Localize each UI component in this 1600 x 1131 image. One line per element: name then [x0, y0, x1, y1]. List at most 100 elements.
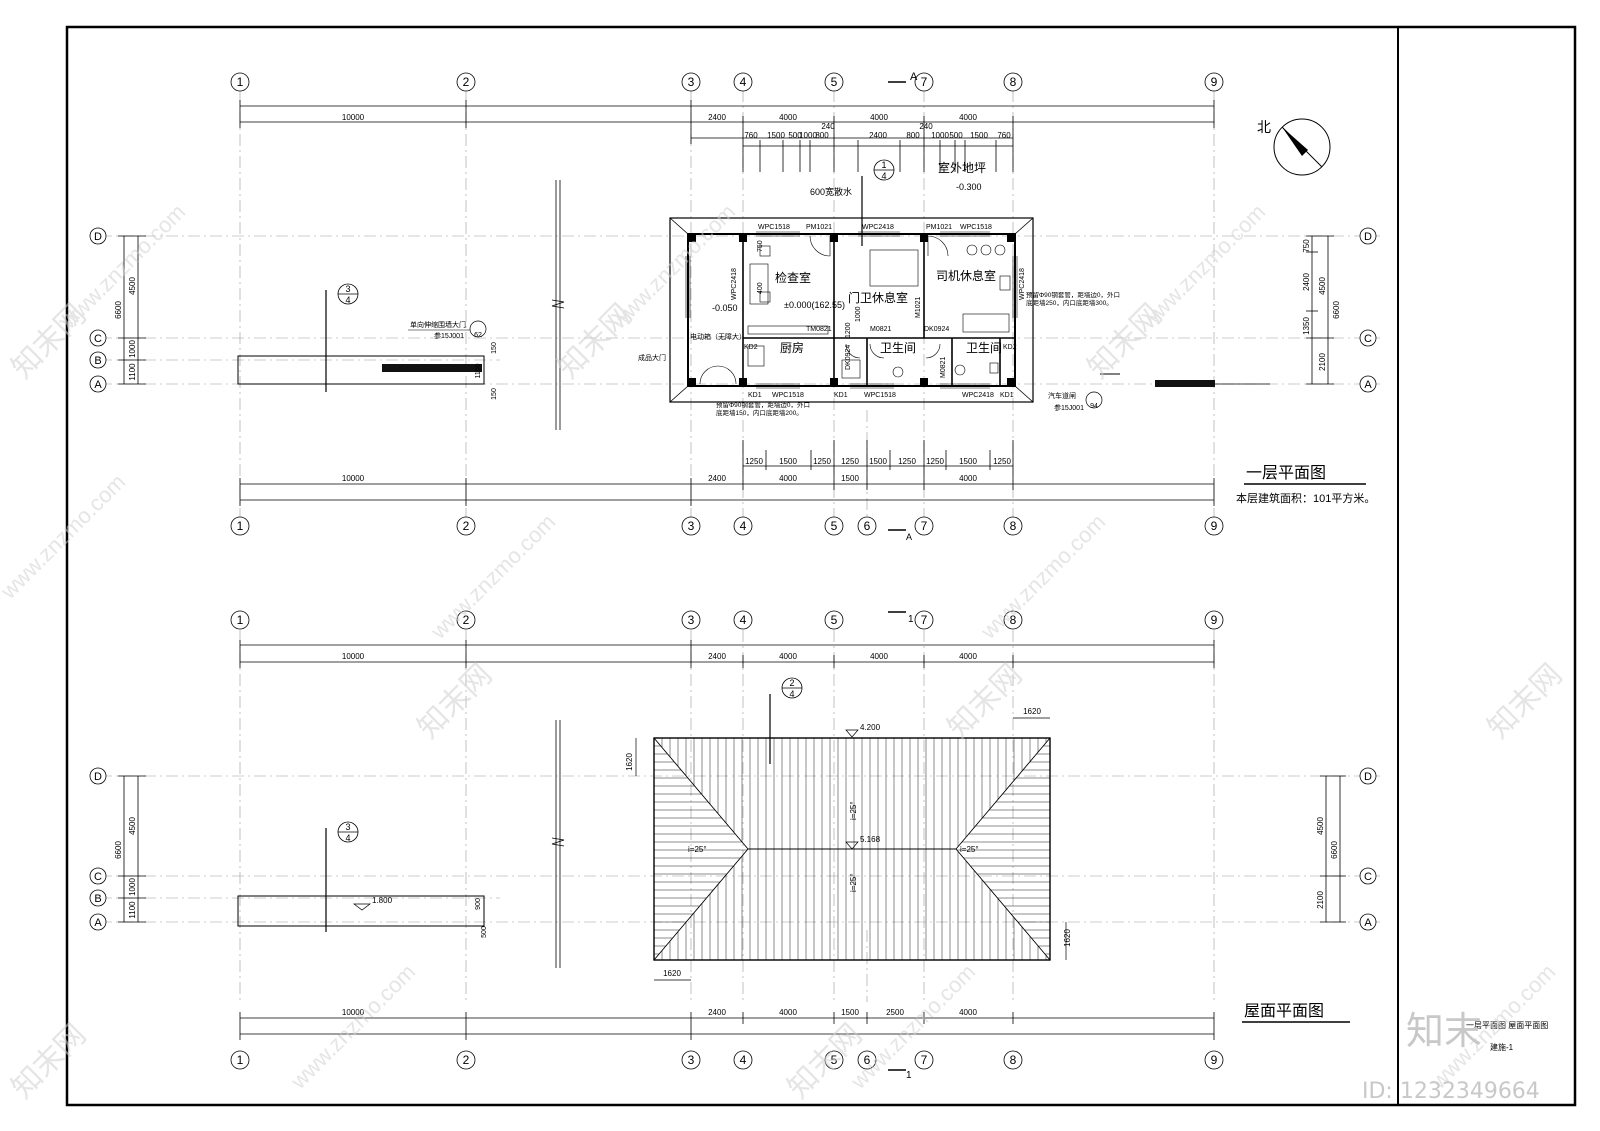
roof-dim-top-5: 4000: [959, 652, 977, 661]
dim-left-b: 1000: [128, 340, 137, 358]
svg-text:4: 4: [740, 613, 747, 627]
win-bot-2: WPC1518: [864, 392, 896, 399]
overhang-top-right: 1620: [1023, 707, 1041, 716]
north-label: 北: [1257, 119, 1271, 135]
svg-text:5: 5: [831, 1053, 838, 1067]
slope-right: i=25°: [960, 845, 979, 854]
boundary-wall-strip: [237, 355, 485, 385]
dim-small-g: 1200: [845, 322, 852, 338]
roof-dim-bot-6: 4000: [959, 1008, 977, 1017]
svg-text:8: 8: [1010, 519, 1017, 533]
svg-text:4: 4: [740, 519, 747, 533]
ground-plan-title: 一层平面图: [1246, 465, 1326, 482]
svg-text:A: A: [94, 917, 102, 929]
svg-text:8: 8: [1010, 75, 1017, 89]
barrier-idx: 94: [1090, 403, 1098, 410]
roof-dim-bot-2: 2400: [708, 1008, 726, 1017]
dim-bot-in-5: 1500: [869, 457, 887, 466]
svg-text:8: 8: [1010, 613, 1017, 627]
roof-dim-left-outer: 6600: [114, 841, 123, 859]
watermark-url-6: www.znzmo.com: [0, 469, 130, 604]
dim-bot-1: 10000: [342, 474, 365, 483]
dim-bot-in-3: 1250: [813, 457, 831, 466]
roof-plan: 10000 2400 4000 4000 4000 1 2 3 4 5 7 8 …: [89, 610, 1380, 1081]
north-arrow: 北: [1257, 118, 1331, 176]
svg-text:B: B: [94, 893, 101, 905]
retractable-gate: [382, 364, 482, 372]
dim-bot-in-1: 1250: [745, 457, 763, 466]
finished-gate: 成品大门: [638, 353, 666, 362]
dim-left-c: 1100: [128, 363, 137, 381]
door-m0821-v: M0821: [940, 356, 947, 378]
ground-plan-area: 本层建筑面积：101平方米。: [1236, 491, 1375, 505]
win-top-3: WPC1518: [960, 224, 992, 231]
barrier-label: 汽车道闸: [1048, 391, 1076, 400]
dim-right-c: 1350: [1302, 317, 1311, 335]
dim-inner-9: 500: [949, 131, 963, 140]
door-top-1: PM1021: [806, 224, 832, 231]
axis-bubbles-left: D C B A: [89, 227, 107, 393]
slope-left: i=25°: [688, 845, 707, 854]
watermark-url-3: www.znzmo.com: [1135, 199, 1270, 334]
gate-idx: 62: [474, 332, 482, 339]
dim-bot-in-9: 1250: [993, 457, 1011, 466]
roof-dim-bot-5: 2500: [886, 1008, 904, 1017]
door-kd1-2: KD1: [834, 392, 848, 399]
roof-callout-3-4: 3 4: [337, 821, 359, 843]
dim-bot-in-2: 1500: [779, 457, 797, 466]
dim-right-outer: 6600: [1332, 301, 1341, 319]
svg-text:9: 9: [1211, 75, 1218, 89]
svg-text:3: 3: [688, 613, 695, 627]
win-right-side: WPC2418: [1019, 268, 1026, 300]
roof-dim-left-b: 1000: [128, 878, 137, 896]
svg-text:7: 7: [921, 75, 928, 89]
dim-inner-7: 800: [906, 131, 920, 140]
roof-axis-bubbles-top: 1 2 3 4 5 7 8 9: [230, 610, 1224, 630]
watermark-url-2: www.znzmo.com: [605, 199, 740, 334]
svg-text:7: 7: [921, 519, 928, 533]
dim-bot-4: 1500: [841, 474, 859, 483]
slope-bottom: i=25°: [849, 873, 858, 892]
pipe-note-2: 预留Φ90钢套管，距墙边0，外口底距墙150，内口底距墙200。: [716, 402, 811, 417]
dim-small-b: 150: [491, 388, 498, 400]
door-top-2: PM1021: [926, 224, 952, 231]
roof-dim-right-outer: 6600: [1330, 841, 1339, 859]
room-driver-rest: 司机休息室: [936, 268, 996, 283]
watermark-brand-5: 知末网: [942, 658, 1029, 745]
roof-dim-top-2: 2400: [708, 652, 726, 661]
drain-note: 600宽散水: [810, 186, 852, 197]
outdoor-level: -0.300: [956, 182, 982, 192]
watermark-url-7: www.znzmo.com: [285, 959, 420, 1094]
barrier-strip: [1155, 380, 1215, 387]
svg-text:1: 1: [237, 1053, 244, 1067]
dim-inner-10: 1500: [970, 131, 988, 140]
door-kd1-1: KD1: [748, 392, 762, 399]
roof-dim-left-a: 4500: [128, 817, 137, 835]
watermark-logo: 知末: [1406, 1009, 1482, 1053]
svg-text:7: 7: [921, 1053, 928, 1067]
dim-small-f: 1000: [855, 306, 862, 322]
dim-bot-in-8: 1500: [959, 457, 977, 466]
title-block-drawing-no: 建施-1: [1490, 1042, 1514, 1052]
svg-text:A: A: [94, 379, 102, 391]
roof-axis-bubbles-bottom: 1 2 3 4 5 6 7 8 9: [230, 1050, 1224, 1070]
roof-axis-bubbles-right: D C A: [1359, 767, 1377, 931]
floor-level: ±0.000(162.55): [784, 300, 845, 310]
svg-text:2: 2: [463, 519, 470, 533]
canopy-level: 1.800: [372, 896, 393, 905]
svg-text:2: 2: [463, 613, 470, 627]
dim-right-e: 4500: [1318, 277, 1327, 295]
dim-inner-3: 500: [788, 131, 802, 140]
roof-section-top: 1: [908, 614, 914, 625]
svg-text:2: 2: [463, 1053, 470, 1067]
svg-text:2: 2: [463, 75, 470, 89]
dim-right-d: 2100: [1318, 353, 1327, 371]
svg-text:1: 1: [237, 519, 244, 533]
dim-inner-5: 800: [815, 131, 829, 140]
svg-text:4: 4: [740, 75, 747, 89]
dim-small-a: 150: [491, 342, 498, 354]
section-marker-top: A: [910, 71, 918, 83]
door-dk0924-v: DK0924: [845, 345, 852, 370]
watermark-url-4: www.znzmo.com: [425, 509, 560, 644]
svg-text:1: 1: [237, 75, 244, 89]
